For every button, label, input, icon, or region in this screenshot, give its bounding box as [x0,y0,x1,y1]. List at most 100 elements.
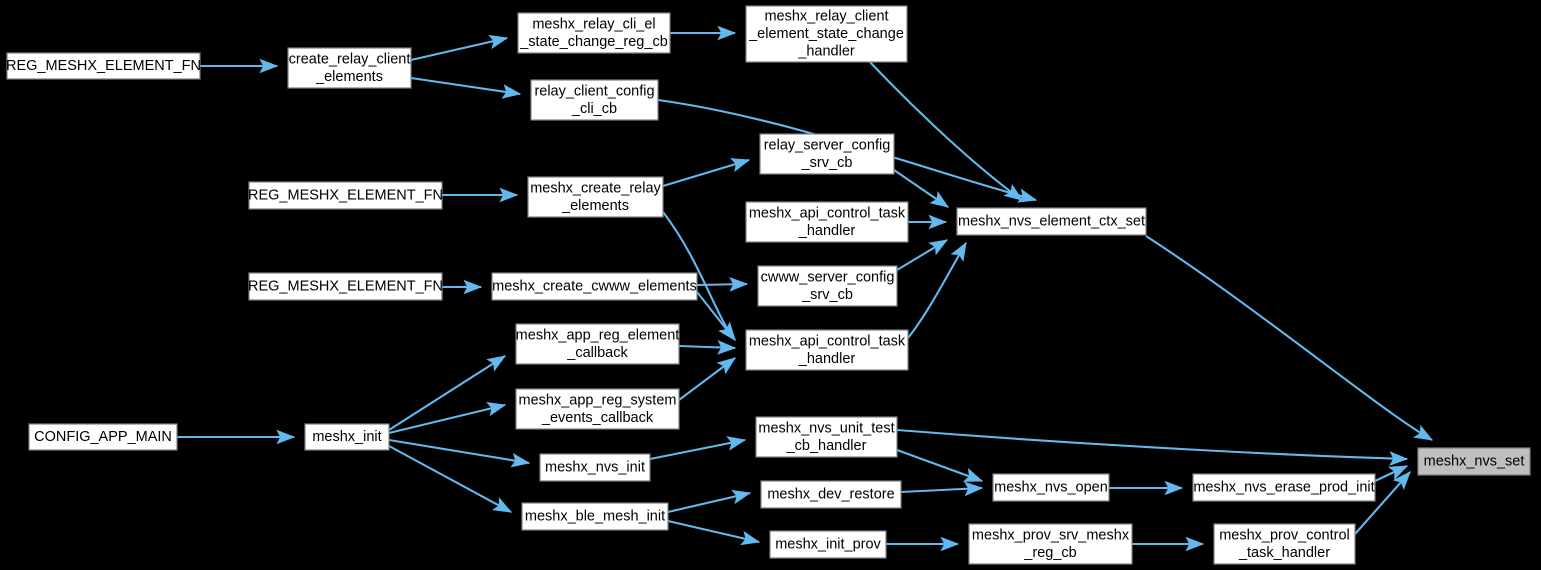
node-mpsmrc[interactable]: meshx_prov_srv_meshx_reg_cb [968,523,1133,565]
node-label-mnecs: meshx_nvs_element_ctx_set [958,213,1145,229]
node-rscsc[interactable]: relay_server_config_srv_cb [759,133,895,175]
node-mrcesh[interactable]: meshx_relay_client_element_state_change_… [745,5,908,63]
node-box-rscsc[interactable] [759,133,895,175]
node-mbmi[interactable]: meshx_ble_mesh_init [521,502,669,531]
node-label-mpcth: meshx_prov_control_task_handler [1219,527,1350,561]
node-reg1[interactable]: REG_MESHX_ELEMENT_FN [6,52,201,80]
node-box-mbmi[interactable] [521,502,669,531]
node-cam[interactable]: CONFIG_APP_MAIN [28,423,178,451]
node-label-mno: meshx_nvs_open [994,479,1108,495]
node-label-reg3: REG_MESHX_ELEMENT_FN [248,278,443,294]
node-label-rccc: relay_client_config_cli_cb [534,83,654,117]
node-label-rscsc: relay_server_config_srv_cb [764,137,891,171]
node-box-mcre[interactable] [527,176,664,218]
call-edge-marsec-to-macth2 [678,357,737,401]
node-label-mnutch: meshx_nvs_unit_test_cb_handler [758,420,894,454]
node-box-mns[interactable] [1417,447,1531,476]
node-mrcesc[interactable]: meshx_relay_cli_el_state_change_reg_cb [517,12,671,54]
node-mcce[interactable]: meshx_create_cwww_elements [491,272,698,301]
node-label-crce: create_relay_client_elements [289,51,411,85]
node-reg2[interactable]: REG_MESHX_ELEMENT_FN [248,181,443,210]
node-box-reg1[interactable] [6,52,201,80]
node-box-mpcth[interactable] [1213,523,1356,565]
node-mnepi[interactable]: meshx_nvs_erase_prod_init [1192,473,1376,502]
node-label-cscsc: cwww_server_config_srv_cb [761,269,895,303]
node-label-mcce: meshx_create_cwww_elements [492,278,697,294]
node-label-mbmi: meshx_ble_mesh_init [525,508,665,524]
call-edge-mnecs-to-mns [1145,235,1434,441]
node-box-minit[interactable] [304,423,390,451]
node-label-mrcesh: meshx_relay_client_element_state_change_… [748,8,904,59]
node-box-mnepi[interactable] [1192,473,1376,502]
node-box-mdr[interactable] [760,480,902,509]
node-mnecs[interactable]: meshx_nvs_element_ctx_set [956,207,1147,236]
node-box-marsec[interactable] [515,388,680,430]
node-box-mcce[interactable] [491,272,698,301]
node-rccc[interactable]: relay_client_config_cli_cb [530,79,659,121]
call-edge-rscsc-to-mnecs [893,169,950,208]
node-label-mcre: meshx_create_relay_elements [530,180,661,214]
call-edge-macth2-to-mnecs [907,241,967,339]
node-label-reg1: REG_MESHX_ELEMENT_FN [6,58,201,74]
call-edge-minit-to-mbmi [388,445,513,513]
call-edge-mbmi-to-mip [667,519,761,546]
node-mns[interactable]: meshx_nvs_set [1417,447,1531,476]
node-macth2[interactable]: meshx_api_control_task_handler [745,329,909,371]
node-layer: REG_MESHX_ELEMENT_FN create_relay_client_… [6,5,1531,565]
node-label-macth1: meshx_api_control_task_handler [749,205,906,239]
node-box-reg2[interactable] [248,181,443,210]
node-mnutch[interactable]: meshx_nvs_unit_test_cb_handler [755,416,898,458]
call-edge-mcre-to-rscsc [662,158,751,188]
node-marec[interactable]: meshx_app_reg_element_callback [515,323,680,365]
call-edge-minit-to-marec [388,355,507,431]
node-label-mdr: meshx_dev_restore [767,486,894,502]
call-edge-mnepi-to-mns [1374,465,1409,482]
node-box-cscsc[interactable] [757,265,898,307]
node-minit[interactable]: meshx_init [304,423,390,451]
call-edge-crce-to-rccc [410,76,522,99]
node-mip[interactable]: meshx_init_prov [769,530,887,559]
node-cscsc[interactable]: cwww_server_config_srv_cb [757,265,898,307]
node-mpcth[interactable]: meshx_prov_control_task_handler [1213,523,1356,565]
node-marsec[interactable]: meshx_app_reg_system_events_callback [515,388,680,430]
node-crce[interactable]: create_relay_client_elements [287,47,412,89]
node-box-cam[interactable] [28,423,178,451]
node-box-macth2[interactable] [745,329,909,371]
node-mno[interactable]: meshx_nvs_open [992,473,1110,502]
node-box-mnutch[interactable] [755,416,898,458]
call-edge-mbmi-to-mdr [667,489,752,514]
call-edge-mpcth-to-mns [1354,471,1411,535]
call-edge-mninit-to-mnutch [649,436,747,461]
node-box-mpsmrc[interactable] [968,523,1133,565]
call-edge-minit-to-mninit [388,438,531,468]
node-label-mnepi: meshx_nvs_erase_prod_init [1193,479,1374,495]
node-label-mip: meshx_init_prov [775,536,881,552]
node-box-macth1[interactable] [745,201,909,243]
node-reg3[interactable]: REG_MESHX_ELEMENT_FN [248,272,443,301]
node-box-crce[interactable] [287,47,412,89]
node-mninit[interactable]: meshx_nvs_init [539,453,651,482]
node-macth1[interactable]: meshx_api_control_task_handler [745,201,909,243]
node-label-minit: meshx_init [312,429,381,445]
node-box-reg3[interactable] [248,272,443,301]
node-box-mrcesh[interactable] [745,5,908,63]
node-box-mip[interactable] [769,530,887,559]
node-box-rccc[interactable] [530,79,659,121]
node-box-mnecs[interactable] [956,207,1147,236]
node-label-reg2: REG_MESHX_ELEMENT_FN [248,187,443,203]
node-box-mno[interactable] [992,473,1110,502]
node-label-cam: CONFIG_APP_MAIN [34,429,172,445]
node-label-mninit: meshx_nvs_init [545,459,645,475]
call-edge-mnutch-to-mns [896,428,1409,466]
node-box-marec[interactable] [515,323,680,365]
node-label-marsec: meshx_app_reg_system_events_callback [519,392,677,426]
call-edge-mnutch-to-mno [896,449,984,482]
node-label-macth2: meshx_api_control_task_handler [749,333,906,367]
node-mcre[interactable]: meshx_create_relay_elements [527,176,664,218]
call-edge-mdr-to-mno [900,481,984,497]
node-mdr[interactable]: meshx_dev_restore [760,480,902,509]
node-box-mrcesc[interactable] [517,12,671,54]
node-box-mninit[interactable] [539,453,651,482]
call-edge-mcce-to-cscsc [696,277,749,292]
